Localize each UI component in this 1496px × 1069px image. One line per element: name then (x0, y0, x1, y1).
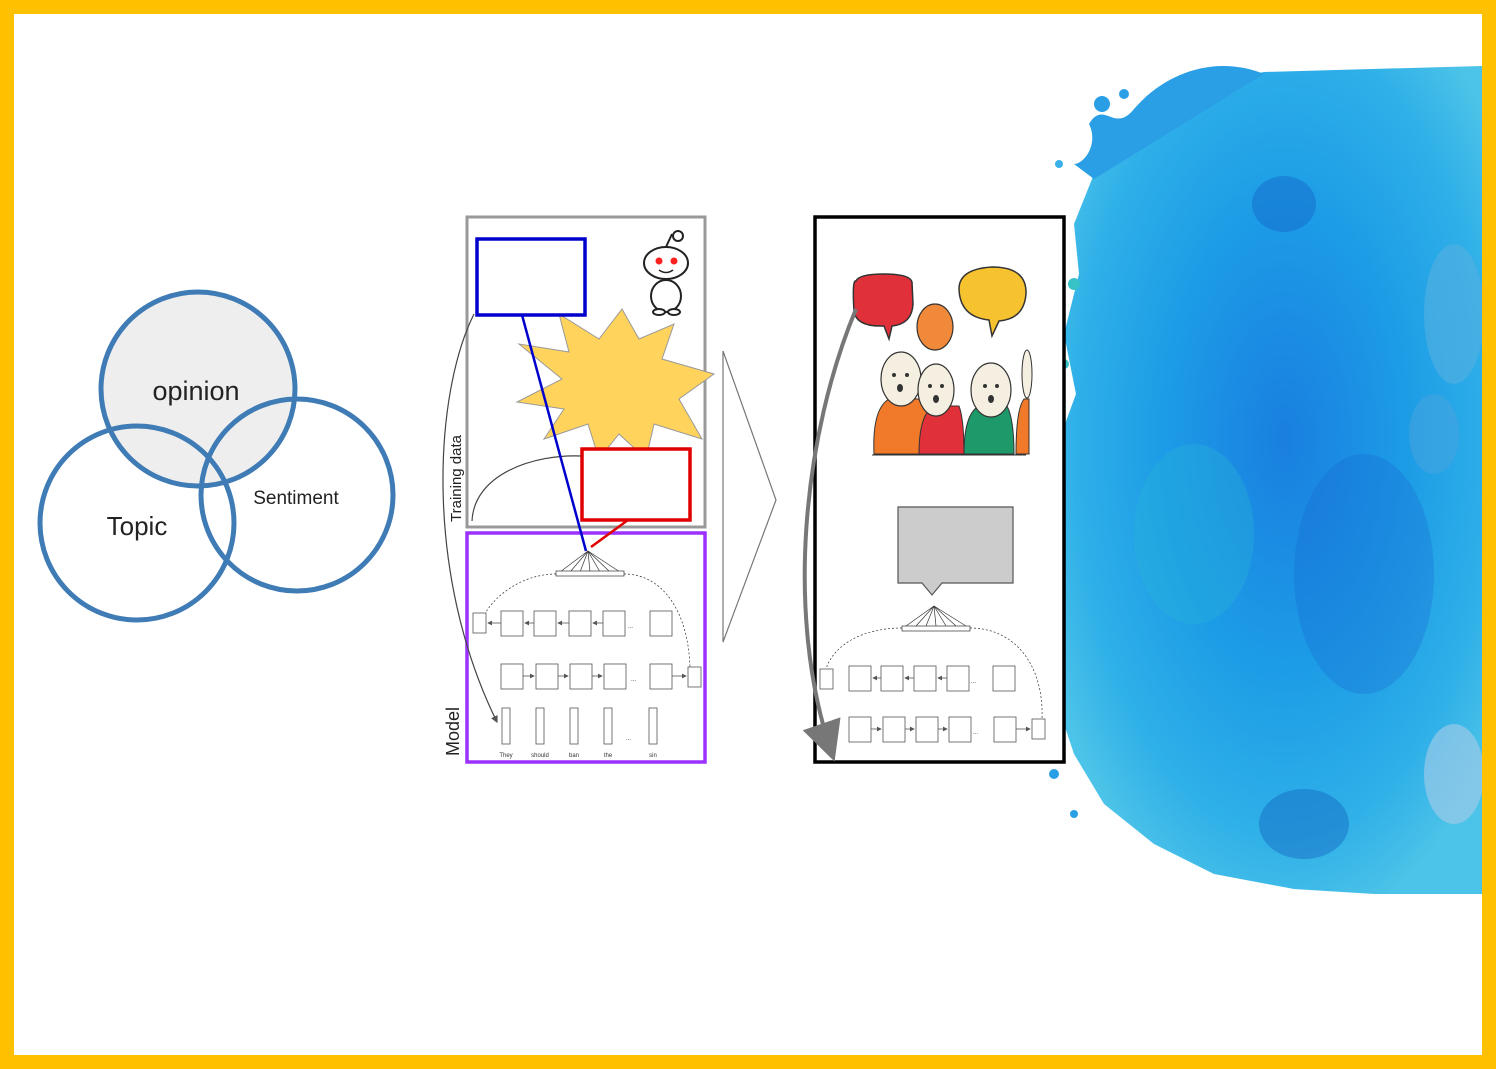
people-speech-illustration (852, 266, 1033, 456)
app-rnn-arrows (871, 675, 1031, 732)
h-node-left (472, 612, 487, 634)
rnn-arrows (487, 620, 687, 679)
venn-diagram: opinion Topic Sentiment (37, 289, 396, 623)
chevron-arrow-icon (722, 350, 777, 643)
training-data-label: Training data (448, 434, 465, 522)
rnn-backward-row (500, 610, 673, 637)
app-h-node-left (819, 668, 834, 690)
slide-canvas: opinion Topic Sentiment Training data Mo… (37, 66, 1482, 894)
word-5: sin (649, 753, 657, 759)
slide: opinion Topic Sentiment Training data Mo… (14, 14, 1482, 1055)
app-h-node-right (1031, 718, 1046, 740)
word-3: ban (569, 753, 579, 759)
ellipsis-bottom: ... (626, 736, 631, 742)
word-1: They (499, 753, 512, 759)
application-panel: ... ... (802, 215, 1066, 764)
model-panel: Model (442, 313, 707, 764)
word-4: the (604, 753, 613, 759)
watercolor-splash (1044, 66, 1482, 894)
word-2: should (531, 753, 549, 759)
app-rnn-rows (848, 665, 1017, 743)
output-speech-bubble (897, 506, 1014, 596)
training-to-model-arrow (442, 313, 498, 724)
sentiment-circle (198, 396, 396, 594)
app-ellipsis-top: ... (971, 679, 976, 685)
yellow-speech-bubble (958, 266, 1027, 339)
orange-speech-bubble (916, 303, 954, 351)
ellipsis-mid: ... (631, 677, 636, 683)
attention-fan (481, 550, 691, 670)
inference-arrow (802, 308, 858, 762)
training-data-panel: Training data (448, 215, 716, 529)
app-ellipsis-bottom: ... (973, 730, 978, 736)
topic-circle (37, 423, 237, 623)
red-connector (590, 518, 629, 549)
reddit-alien-icon (643, 230, 689, 316)
opinion-circle (98, 289, 298, 489)
red-highlight-box (580, 447, 692, 522)
model-label: Model (443, 707, 463, 756)
embedding-bars (501, 707, 658, 745)
topic-label: Topic (107, 511, 168, 541)
app-attention-fan (825, 605, 1043, 720)
h-node-right (687, 666, 702, 688)
rnn-forward-row (500, 663, 673, 690)
ellipsis-top: ... (628, 624, 633, 630)
blue-highlight-box (475, 237, 587, 317)
sentiment-label: Sentiment (253, 488, 339, 509)
opinion-label: opinion (152, 376, 239, 406)
blue-connector (520, 314, 588, 552)
